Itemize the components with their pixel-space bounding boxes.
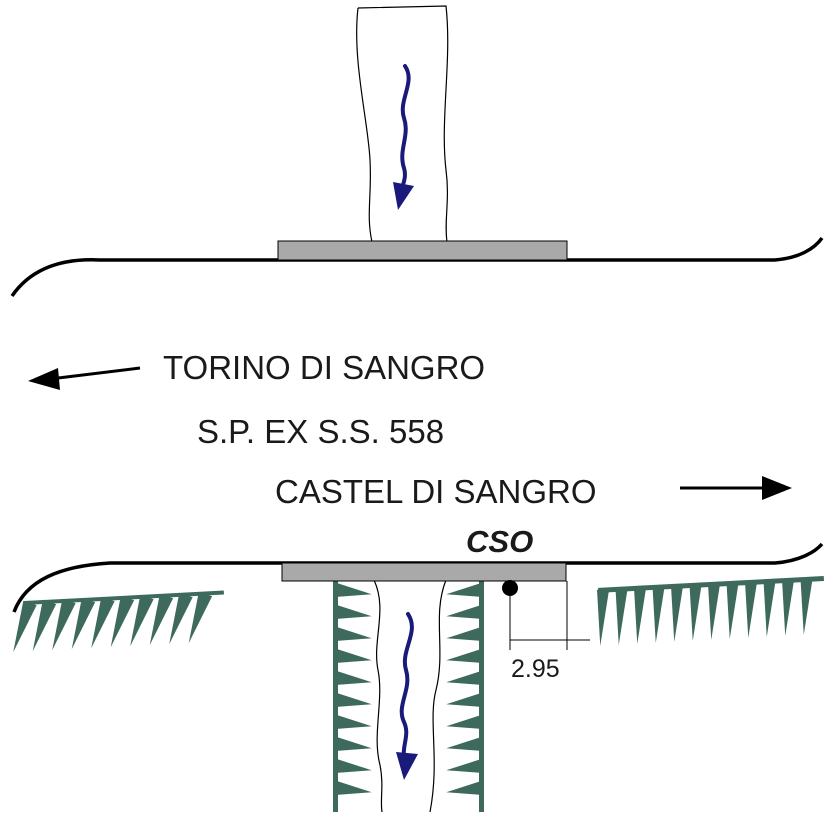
lower-bridge-deck: [281, 562, 567, 582]
hatch-spike: [708, 583, 720, 640]
towards-left-label: TORINO DI SANGRO: [163, 349, 485, 386]
road-name-label: S.P. EX S.S. 558: [197, 413, 444, 450]
lower-road-line: [12, 542, 824, 613]
towards-right-label: CASTEL DI SANGRO: [275, 473, 597, 510]
hatch-spike: [634, 587, 646, 644]
lower-stream-right-bank: [429, 579, 447, 813]
hatch-spike: [335, 605, 372, 619]
hatch-spike: [169, 592, 193, 645]
hatch-spike: [91, 596, 115, 649]
direction-labels: TORINO DI SANGRO S.P. EX S.S. 558 CASTEL…: [28, 349, 792, 510]
hatch-spike: [782, 579, 794, 636]
offset-distance-label: 2.95: [511, 655, 560, 683]
hatch-spike: [13, 600, 37, 653]
hatch-spike: [149, 593, 174, 646]
wavy-arrow-down-icon: [396, 752, 418, 780]
lower-stream-right-hatching: [446, 583, 483, 795]
lower-flow-arrow-shaft: [399, 612, 414, 760]
hatch-spike: [32, 599, 57, 652]
right-bank-hatching: [597, 578, 813, 646]
upper-flow-arrow-shaft: [400, 64, 411, 192]
hatch-spike: [652, 586, 665, 643]
lower-stream-left-bank-bar: [333, 580, 338, 812]
hatch-spike: [446, 649, 483, 663]
hatch-spike: [335, 737, 372, 751]
lower-stream-right-bank-bar: [479, 580, 484, 812]
upper-bridge-deck: [277, 240, 568, 261]
hatch-spike: [615, 588, 628, 645]
hatch-spike: [335, 649, 372, 663]
hatch-spike: [446, 605, 483, 619]
left-bank-hatching: [13, 591, 213, 653]
upper-stream-right-bank: [357, 5, 449, 243]
lower-stream-left-bank: [373, 579, 383, 813]
hatch-spike: [110, 595, 135, 648]
hatch-spike: [335, 715, 372, 729]
hatch-spike: [745, 581, 757, 638]
hatch-spike: [446, 737, 483, 751]
wavy-arrow-down-icon: [393, 182, 414, 210]
hatch-spike: [130, 594, 154, 647]
hatch-spike: [188, 591, 213, 644]
hatch-spike: [335, 693, 372, 707]
hatch-spike: [52, 598, 76, 651]
left-bank-top-bar: [24, 590, 224, 606]
hatch-spike: [597, 589, 609, 646]
upper-road-line: [10, 236, 824, 297]
station-marker: 2.95: [502, 580, 590, 683]
hatch-spike: [800, 578, 813, 635]
hatch-spike: [446, 583, 483, 597]
upper-stream-left-bank: [356, 7, 373, 243]
upper-stream: [356, 5, 449, 243]
hatch-spike: [446, 715, 483, 729]
arrow-left-shaft: [49, 366, 141, 381]
bank-vegetation: [13, 576, 825, 812]
hatch-spike: [335, 671, 372, 685]
upper-road-edge: [10, 236, 824, 297]
hatch-spike: [446, 781, 483, 795]
hatch-spike: [446, 759, 483, 773]
hatch-spike: [726, 582, 739, 639]
hatch-spike: [335, 627, 372, 641]
lower-stream-left-hatching: [335, 583, 372, 795]
hatch-spike: [763, 580, 776, 637]
hatch-spike: [71, 597, 96, 650]
arrow-left-icon: [28, 368, 60, 390]
hatch-spike: [335, 759, 372, 773]
arrow-right-icon: [762, 476, 792, 500]
hatch-spike: [335, 583, 372, 597]
hatch-spike: [446, 627, 483, 641]
hatch-spike: [446, 693, 483, 707]
hatch-spike: [335, 781, 372, 795]
lower-stream: [281, 562, 567, 813]
hatch-spike: [446, 671, 483, 685]
hatch-spike: [689, 584, 702, 641]
station-code-label: CSO: [466, 524, 533, 559]
dot-marker-icon: [502, 580, 518, 596]
right-bank-top-bar: [598, 576, 825, 593]
lower-road-edge: CSO: [12, 524, 824, 613]
hatch-spike: [671, 585, 683, 642]
